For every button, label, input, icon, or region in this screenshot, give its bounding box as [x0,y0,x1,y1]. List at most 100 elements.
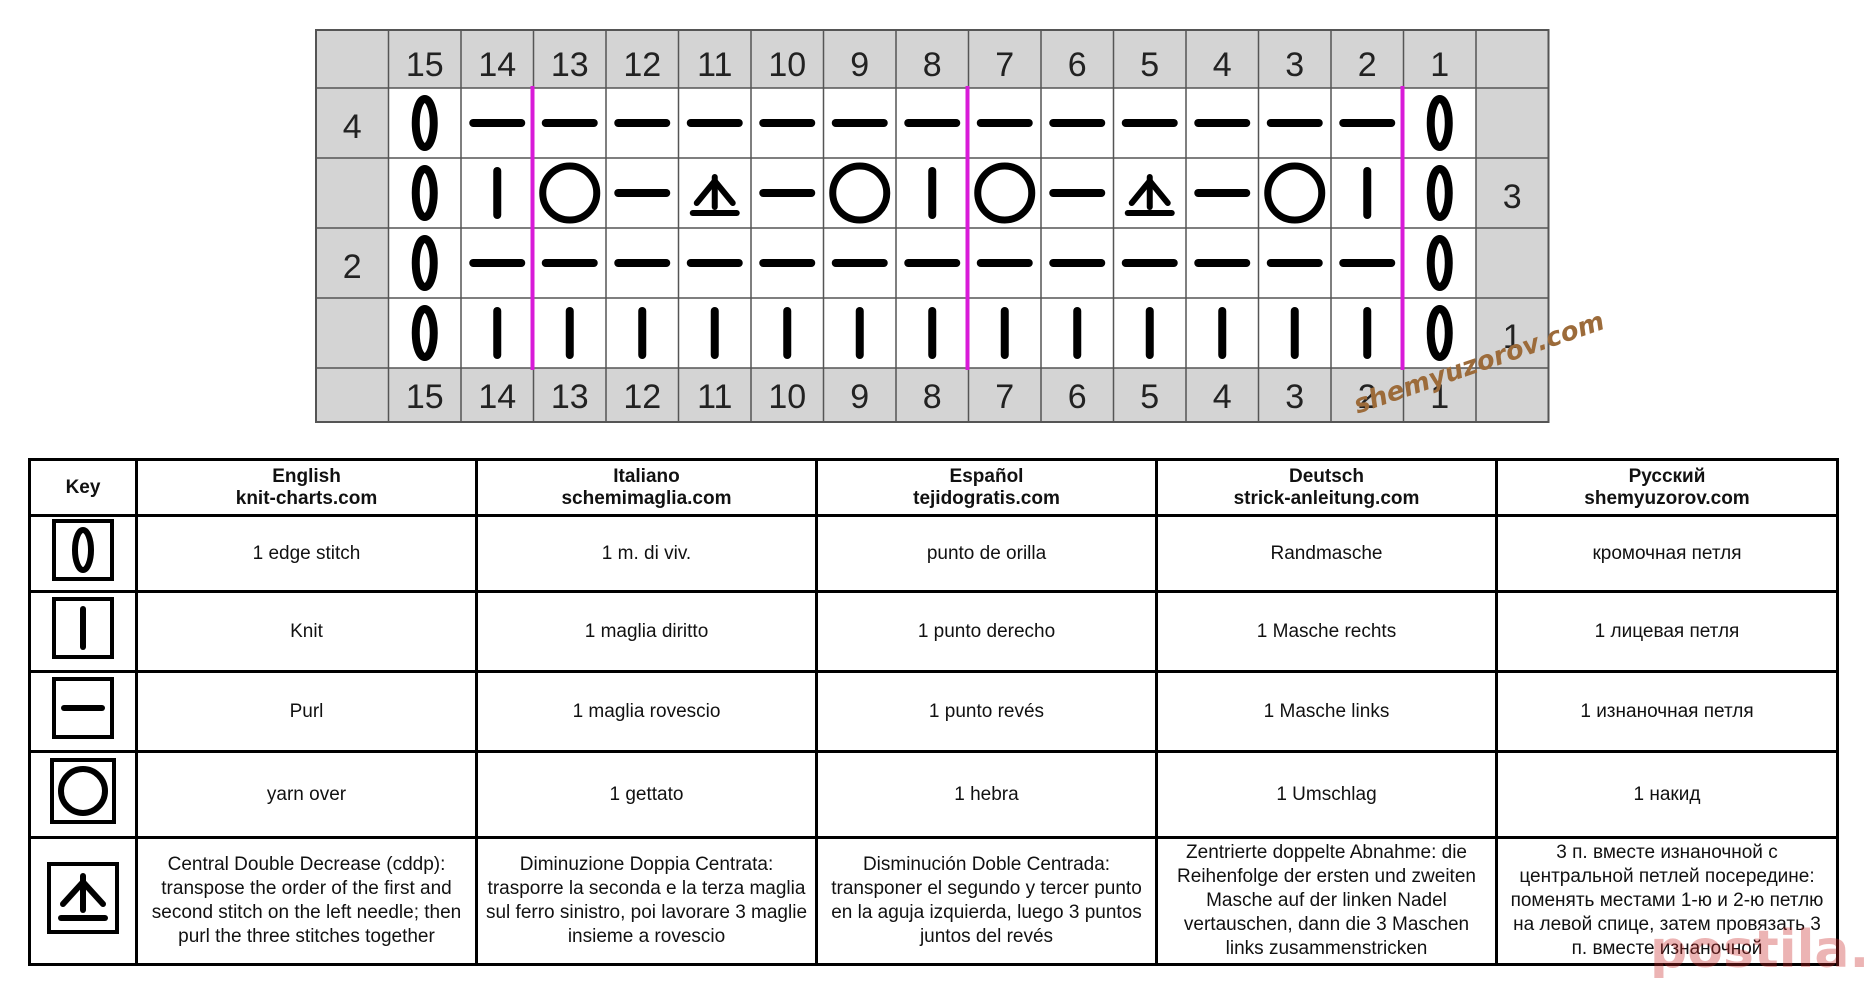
central-double-decrease-icon [47,861,119,934]
edge-stitch-icon [52,519,114,581]
key-symbol-cell [28,590,138,673]
key-text-english: 1 edge stitch [135,514,478,593]
column-label-top: 14 [478,46,516,84]
key-text-spanish: 1 punto derecho [815,590,1158,673]
header-german-site: strick-anleitung.com [1233,487,1420,509]
edge-stitch-symbol [411,95,438,151]
purl-icon [52,677,114,739]
column-label-bottom: 6 [1068,378,1087,416]
column-label-bottom: 2 [1358,378,1377,416]
key-symbol-cell [28,750,138,839]
yarn-over-symbol [1264,162,1326,224]
column-label-top: 6 [1068,46,1087,84]
key-text-german: 1 Umschlag [1155,750,1498,839]
row-label-right: 1 [1503,318,1522,356]
column-label-top: 8 [923,46,942,84]
column-label-top: 10 [768,46,806,84]
column-label-top: 4 [1213,46,1232,84]
edge-stitch-symbol [1426,165,1453,221]
edge-stitch-symbol [411,305,438,361]
column-label-bottom: 7 [995,378,1014,416]
key-text-english: Purl [135,670,478,753]
key-row-purl: Purl 1 maglia rovescio 1 punto revés 1 M… [28,670,1839,753]
row-label-left: 2 [343,248,362,286]
yarn-over-symbol [829,162,891,224]
header-german-lang: Deutsch [1289,465,1364,487]
key-text-german: 1 Masche rechts [1155,590,1498,673]
stamp-watermark: postila.ru [1650,920,1864,980]
key-text-german: Randmasche [1155,514,1498,593]
key-text-spanish: Disminución Doble Centrada: transponer e… [815,836,1158,966]
key-header: Key [28,458,138,517]
column-label-bottom: 4 [1213,378,1232,416]
column-label-top: 9 [850,46,869,84]
header-spanish-site: tejidogratis.com [913,487,1060,509]
edge-stitch-symbol [1426,235,1453,291]
edge-stitch-symbol [411,165,438,221]
key-text-italian: 1 m. di viv. [475,514,818,593]
edge-stitch-symbol [1426,95,1453,151]
column-label-top: 12 [623,46,661,84]
key-text-russian: 1 изнаночная петля [1495,670,1839,753]
column-label-bottom: 14 [478,378,516,416]
key-symbol-cell [28,514,138,593]
column-label-top: 7 [995,46,1014,84]
key-text-italian: 1 maglia rovescio [475,670,818,753]
key-row-central-double-decrease: Central Double Decrease (cddp): transpos… [28,836,1839,966]
column-label-bottom: 12 [623,378,661,416]
yarn-over-icon [50,758,116,824]
key-text-german: 1 Masche links [1155,670,1498,753]
key-text-russian: 1 накид [1495,750,1839,839]
row-label-right: 3 [1503,178,1522,216]
key-text-english: yarn over [135,750,478,839]
column-label-top: 2 [1358,46,1377,84]
column-label-top: 1 [1430,46,1449,84]
row-label-left: 4 [343,108,362,146]
header-english-site: knit-charts.com [235,487,378,509]
column-label-top: 15 [406,46,444,84]
header-italian-site: schemimaglia.com [561,487,732,509]
column-label-top: 13 [551,46,589,84]
key-row-edge-stitch: 1 edge stitch 1 m. di viv. punto de oril… [28,514,1839,593]
key-text-spanish: punto de orilla [815,514,1158,593]
column-label-bottom: 9 [850,378,869,416]
key-text-italian: 1 maglia diritto [475,590,818,673]
column-label-bottom: 1 [1430,378,1449,416]
header-spanish-lang: Español [949,465,1024,487]
column-label-bottom: 8 [923,378,942,416]
header-english-lang: English [272,465,341,487]
key-text-russian: 1 лицевая петля [1495,590,1839,673]
yarn-over-symbol [539,162,601,224]
key-text-russian: 3 п. вместе изнаночной с центральной пет… [1495,836,1839,966]
edge-stitch-symbol [1426,305,1453,361]
column-label-top: 5 [1140,46,1159,84]
key-symbol-cell [28,836,138,966]
knitting-chart: 1515141413131212111110109988776655443322… [315,29,1550,423]
knit-icon [52,597,114,659]
central-double-decrease-chevron [693,178,736,206]
key-text-english: Central Double Decrease (cddp): transpos… [135,836,478,966]
key-text-spanish: 1 hebra [815,750,1158,839]
column-label-bottom: 13 [551,378,589,416]
header-russian-site: shemyuzorov.com [1584,487,1750,509]
header-russian-lang: Русский [1628,465,1706,487]
column-label-top: 11 [697,46,732,84]
column-label-bottom: 5 [1140,378,1159,416]
column-label-bottom: 3 [1285,378,1304,416]
edge-stitch-symbol [411,235,438,291]
key-text-italian: Diminuzione Doppia Centrata: trasporre l… [475,836,818,966]
column-label-bottom: 11 [697,378,732,416]
key-text-spanish: 1 punto revés [815,670,1158,753]
key-row-knit: Knit 1 maglia diritto 1 punto derecho 1 … [28,590,1839,673]
key-text-english: Knit [135,590,478,673]
key-text-russian: кромочная петля [1495,514,1839,593]
header-italian-lang: Italiano [613,465,680,487]
yarn-over-symbol [974,162,1036,224]
key-text-german: Zentrierte doppelte Abnahme: die Reihenf… [1155,836,1498,966]
column-label-top: 3 [1285,46,1304,84]
